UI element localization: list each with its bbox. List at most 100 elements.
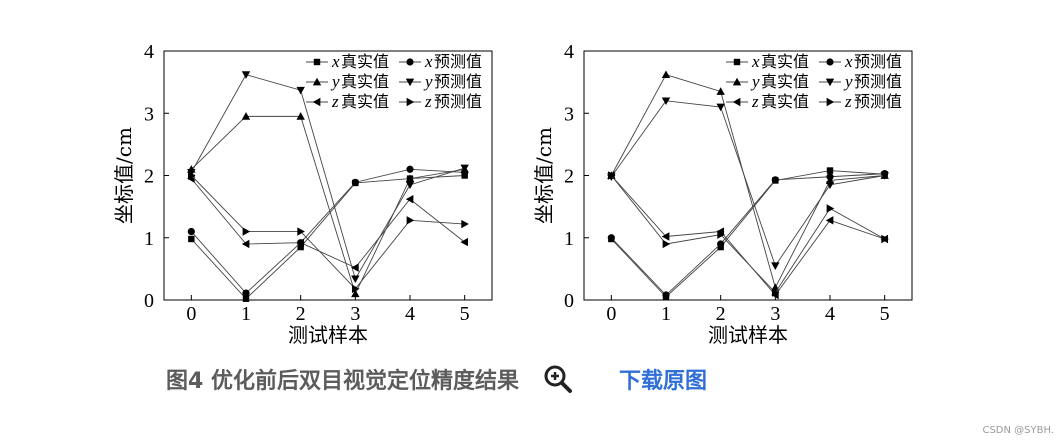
legend-variable: y	[423, 72, 433, 91]
legend-label: 真实值	[341, 52, 389, 71]
data-point	[297, 243, 304, 251]
data-point	[880, 172, 889, 180]
x-tick-label: 2	[296, 303, 306, 325]
caption-title: 图4 优化前后双目视觉定位精度结果	[166, 369, 519, 394]
data-point	[242, 295, 250, 302]
x-tick-label: 4	[825, 303, 835, 325]
data-point	[405, 181, 415, 190]
data-point	[717, 240, 725, 248]
x-axis-label: 测试样本	[288, 323, 368, 347]
series-x-circle	[187, 165, 469, 297]
legend-variable: y	[330, 72, 340, 91]
y-tick-label: 3	[564, 103, 574, 125]
figure-caption: 图4 优化前后双目视觉定位精度结果 下载原图	[166, 362, 707, 396]
legend-variable: z	[751, 92, 759, 111]
x-tick-label: 3	[350, 303, 360, 325]
legend-variable: x	[424, 52, 433, 71]
data-point	[826, 204, 835, 213]
legend-marker	[406, 58, 414, 66]
data-point	[351, 263, 359, 272]
data-point	[187, 171, 196, 180]
y-tick-label: 2	[144, 166, 154, 188]
data-point	[405, 174, 415, 182]
data-point	[460, 164, 469, 173]
data-point	[825, 216, 834, 225]
data-point	[716, 103, 725, 112]
data-point	[241, 71, 251, 79]
series-line	[190, 74, 465, 280]
legend-marker	[732, 97, 741, 107]
y-tick-label: 1	[144, 228, 154, 250]
legend-variable: z	[844, 92, 852, 111]
data-point	[771, 262, 780, 270]
data-point	[242, 289, 250, 297]
data-point	[351, 178, 359, 186]
series-line	[191, 175, 465, 290]
legend-marker	[313, 58, 321, 66]
series-line	[611, 173, 885, 296]
legend-marker	[732, 77, 742, 86]
x-tick-label: 3	[770, 303, 780, 325]
y-tick-label: 1	[564, 228, 574, 250]
data-point	[825, 181, 835, 190]
legend-marker	[826, 58, 834, 66]
legend-marker	[825, 78, 835, 87]
data-point	[771, 288, 780, 297]
x-tick-label: 4	[405, 303, 415, 325]
data-point	[661, 232, 670, 241]
data-point	[187, 227, 195, 236]
legend-label: 预测值	[434, 92, 482, 111]
download-original-link[interactable]: 下载原图	[618, 369, 707, 394]
y-tick-label: 2	[564, 166, 574, 188]
legend-variable: z	[424, 92, 432, 111]
legend-marker	[405, 78, 415, 87]
y-axis-label: 坐标值/cm	[532, 127, 556, 224]
legend-label: 真实值	[761, 92, 809, 111]
data-point	[406, 216, 415, 225]
data-point	[461, 219, 469, 229]
legend-label: 预测值	[434, 52, 482, 71]
zoom-in-icon[interactable]	[541, 362, 581, 396]
data-point	[241, 112, 251, 120]
data-point	[188, 235, 195, 243]
data-point	[187, 169, 196, 177]
legend-label: 预测值	[854, 92, 902, 111]
data-point	[826, 167, 834, 174]
data-point	[351, 284, 360, 293]
data-point	[296, 86, 305, 95]
x-tick-label: 0	[186, 303, 196, 325]
legend-marker	[312, 97, 321, 107]
legend-label: 真实值	[341, 72, 389, 91]
legend-label: 预测值	[434, 72, 482, 91]
series-z-triangle-right	[607, 171, 889, 297]
data-point	[351, 275, 360, 284]
data-point	[242, 227, 251, 236]
legend-label: 预测值	[854, 72, 902, 91]
series-line	[611, 170, 885, 298]
series-line	[610, 175, 885, 294]
x-tick-label: 5	[460, 303, 470, 325]
data-point	[662, 239, 671, 249]
series-z-triangle-left	[187, 174, 469, 272]
series-line	[190, 178, 465, 269]
y-tick-label: 4	[144, 41, 154, 63]
series-line	[610, 74, 885, 289]
legend-label: 真实值	[761, 52, 809, 71]
series-y-triangle-down	[187, 71, 469, 284]
data-point	[662, 291, 670, 299]
series-z-triangle-right	[187, 171, 469, 293]
x-tick-label: 0	[606, 303, 616, 325]
legend-marker	[312, 77, 322, 86]
series-line	[190, 168, 465, 294]
legend-label: 真实值	[761, 72, 809, 91]
